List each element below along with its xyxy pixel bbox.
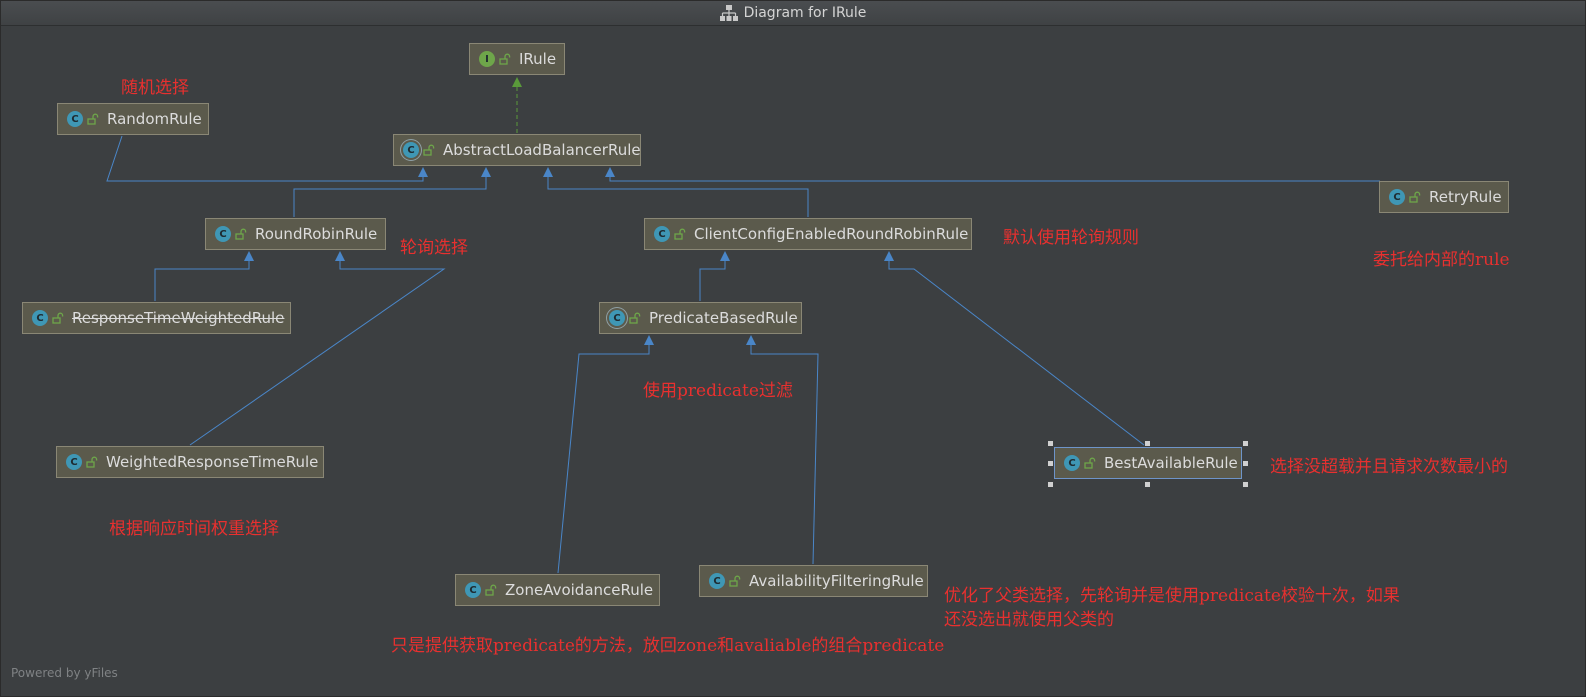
node-irule[interactable]: I IRule	[469, 43, 565, 75]
node-predicate-based-rule[interactable]: C PredicateBasedRule	[599, 302, 802, 334]
class-icon: C	[709, 573, 725, 589]
resize-handle[interactable]	[1243, 441, 1248, 446]
node-availability-filtering-rule[interactable]: C AvailabilityFilteringRule	[699, 565, 928, 597]
note-availability-line2: 还没选出就使用父类的	[944, 610, 1114, 630]
abstract-class-icon: C	[609, 310, 625, 326]
title-bar: Diagram for IRule	[1, 1, 1585, 26]
node-random-rule[interactable]: C RandomRule	[57, 103, 209, 135]
edge-bestavailable-to-clientconfig	[884, 251, 1145, 446]
class-icon: C	[465, 582, 481, 598]
node-label: PredicateBasedRule	[649, 309, 798, 327]
class-icon: C	[32, 310, 48, 326]
resize-handle[interactable]	[1145, 482, 1150, 487]
node-weighted-response-time-rule[interactable]: C WeightedResponseTimeRule	[56, 446, 324, 478]
edge-retry-to-abstract	[605, 167, 1380, 182]
edge-availability-to-predicatebased	[746, 335, 819, 565]
class-icon: C	[215, 226, 231, 242]
node-abstract-load-balancer-rule[interactable]: C AbstractLoadBalancerRule	[393, 134, 641, 166]
note-weighted: 根据响应时间权重选择	[109, 519, 279, 539]
class-icon: C	[67, 111, 83, 127]
class-icon: C	[654, 226, 670, 242]
lock-open-icon	[729, 575, 741, 587]
class-icon: C	[66, 454, 82, 470]
node-client-config-enabled-round-robin-rule[interactable]: C ClientConfigEnabledRoundRobinRule	[644, 218, 972, 250]
note-default: 默认使用轮询规则	[1003, 228, 1139, 248]
resize-handle[interactable]	[1048, 482, 1053, 487]
resize-handle[interactable]	[1145, 441, 1150, 446]
lock-open-icon	[87, 113, 99, 125]
node-label: RetryRule	[1429, 188, 1502, 206]
hierarchy-icon	[719, 5, 738, 21]
edge-random-to-abstract	[106, 135, 428, 182]
node-zone-avoidance-rule[interactable]: C ZoneAvoidanceRule	[455, 574, 660, 606]
node-label: ClientConfigEnabledRoundRobinRule	[694, 225, 969, 243]
note-zone: 只是提供获取predicate的方法，放回zone和avaliable的组合pr…	[391, 636, 945, 656]
class-icon: C	[1389, 189, 1405, 205]
node-label: AbstractLoadBalancerRule	[443, 141, 641, 159]
edge-predicatebased-to-clientconfig	[699, 251, 730, 301]
node-label: ZoneAvoidanceRule	[505, 581, 654, 599]
lock-open-icon	[499, 53, 511, 65]
resize-handle[interactable]	[1048, 461, 1053, 466]
lock-open-icon	[485, 584, 497, 596]
lock-open-icon	[52, 312, 64, 324]
note-round-robin: 轮询选择	[400, 238, 468, 258]
node-label: RandomRule	[107, 110, 202, 128]
edge-roundrobin-to-abstract	[293, 167, 491, 217]
interface-icon: I	[479, 51, 495, 67]
edge-zoneavoidance-to-predicatebased	[557, 335, 654, 574]
note-retry: 委托给内部的rule	[1373, 250, 1510, 270]
resize-handle[interactable]	[1243, 461, 1248, 466]
lock-open-icon	[86, 456, 98, 468]
node-label: WeightedResponseTimeRule	[106, 453, 319, 471]
abstract-class-icon: C	[403, 142, 419, 158]
node-label: IRule	[519, 50, 557, 68]
resize-handle[interactable]	[1048, 441, 1053, 446]
edge-weightedresponsetime-to-roundrobin	[189, 251, 446, 446]
lock-open-icon	[1409, 191, 1421, 203]
node-response-time-weighted-rule[interactable]: C ResponseTimeWeightedRule	[22, 302, 291, 334]
node-retry-rule[interactable]: C RetryRule	[1379, 181, 1509, 213]
node-label: ResponseTimeWeightedRule	[72, 309, 285, 327]
node-label: BestAvailableRule	[1104, 454, 1238, 472]
lock-open-icon	[1084, 457, 1096, 469]
edge-responsetimeweighted-to-roundrobin	[154, 251, 254, 301]
diagram-canvas[interactable]: I IRule C RandomRule C AbstractLoadBalan…	[1, 26, 1585, 696]
lock-open-icon	[235, 228, 247, 240]
window-title: Diagram for IRule	[743, 5, 867, 21]
lock-open-icon	[674, 228, 686, 240]
note-best-available: 选择没超载并且请求次数最小的	[1270, 457, 1508, 477]
inheritance-edges	[106, 77, 1380, 574]
lock-open-icon	[423, 144, 435, 156]
powered-by: Powered by yFiles	[11, 666, 118, 680]
node-best-available-rule[interactable]: C BestAvailableRule	[1054, 447, 1242, 479]
node-round-robin-rule[interactable]: C RoundRobinRule	[205, 218, 386, 250]
node-label: AvailabilityFilteringRule	[749, 572, 924, 590]
node-label: RoundRobinRule	[255, 225, 378, 243]
class-icon: C	[1064, 455, 1080, 471]
edge-clientconfig-to-abstract	[543, 167, 809, 217]
note-predicate: 使用predicate过滤	[643, 381, 793, 401]
note-random: 随机选择	[121, 78, 189, 98]
note-availability-line1: 优化了父类选择，先轮询并是使用predicate校验十次，如果	[944, 586, 1400, 606]
lock-open-icon	[629, 312, 641, 324]
resize-handle[interactable]	[1243, 482, 1248, 487]
